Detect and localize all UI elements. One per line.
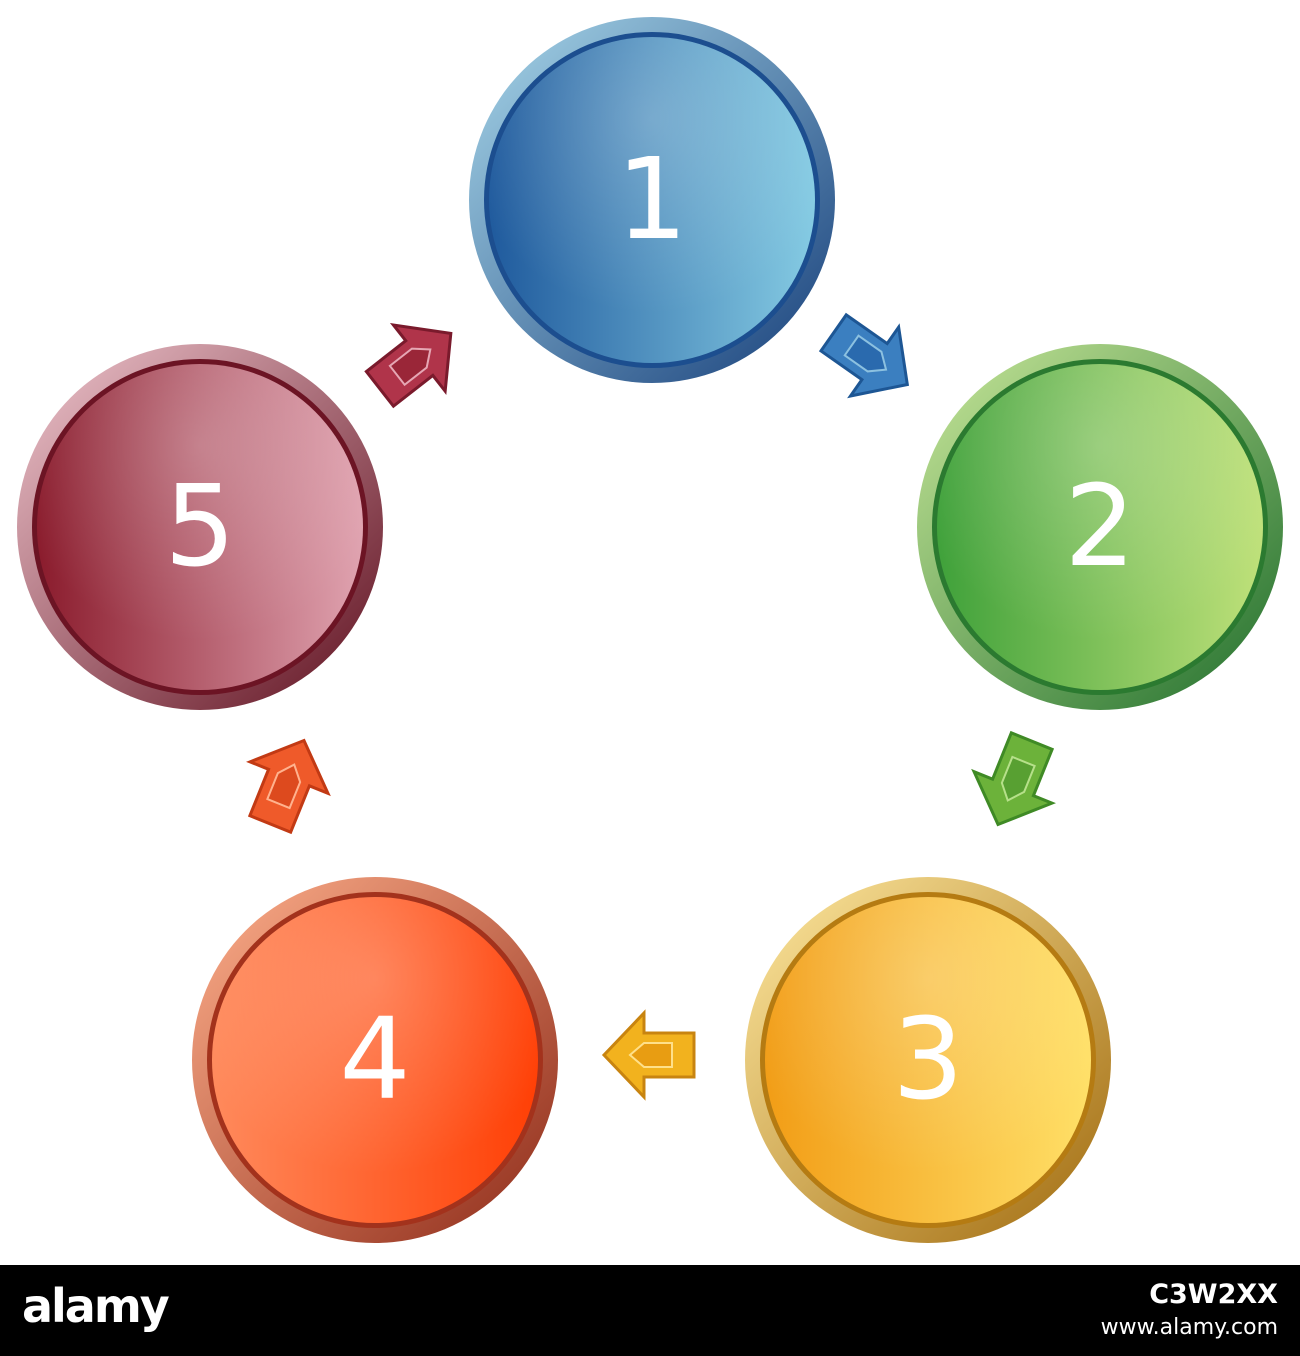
step-5-circle: 5	[17, 344, 383, 710]
arrow-1-to-2-icon	[818, 312, 910, 399]
cycle-diagram: 1 2 3 4 5	[17, 17, 1283, 1243]
image-id: C3W2XX	[1149, 1279, 1278, 1310]
step-1-label: 1	[616, 135, 687, 265]
step-1-circle: 1	[469, 17, 835, 383]
step-2-label: 2	[1064, 462, 1135, 592]
step-2-circle: 2	[917, 344, 1283, 710]
site-url: www.alamy.com	[1100, 1315, 1278, 1340]
step-4-label: 4	[339, 995, 410, 1125]
arrow-5-to-1-icon	[364, 322, 453, 409]
step-3-label: 3	[892, 995, 963, 1125]
alamy-logo: alamy	[22, 1279, 170, 1333]
watermark-footer: alamy C3W2XX www.alamy.com	[0, 1265, 1300, 1356]
step-5-label: 5	[164, 462, 235, 592]
step-4-circle: 4	[192, 877, 558, 1243]
arrow-3-to-4-icon	[601, 1009, 696, 1101]
step-3-circle: 3	[745, 877, 1111, 1243]
arrow-4-to-5-icon	[246, 738, 331, 835]
arrow-2-to-3-icon	[971, 730, 1056, 827]
